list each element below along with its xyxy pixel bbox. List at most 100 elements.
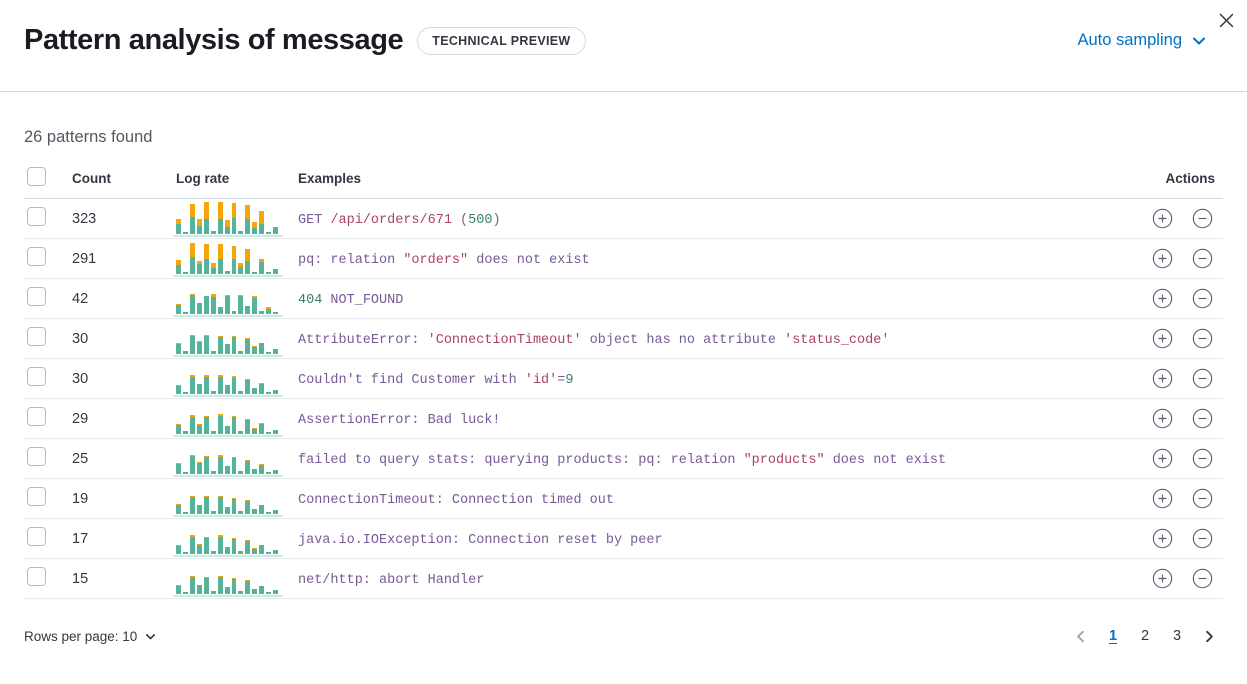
log-rate-chart	[174, 481, 282, 517]
row-checkbox[interactable]	[27, 286, 46, 306]
page-button-3[interactable]: 3	[1164, 623, 1190, 649]
plus-circle-icon	[1152, 568, 1173, 589]
filter-in-button[interactable]	[1152, 368, 1173, 389]
filter-in-button[interactable]	[1152, 448, 1173, 469]
plus-circle-icon	[1152, 248, 1173, 269]
rows-per-page-button[interactable]: Rows per page: 10	[24, 629, 157, 644]
plus-circle-icon	[1152, 328, 1173, 349]
previous-page-button[interactable]	[1067, 625, 1094, 648]
pattern-count: 30	[72, 370, 89, 387]
filter-in-button[interactable]	[1152, 528, 1173, 549]
log-rate-chart	[174, 361, 282, 397]
flyout-header: Pattern analysis of message TECHNICAL PR…	[0, 0, 1247, 92]
plus-circle-icon	[1152, 528, 1173, 549]
log-rate-chart	[174, 321, 282, 357]
sampling-dropdown[interactable]: Auto sampling	[1077, 31, 1207, 50]
pattern-row: 30 Couldn't find Customer with 'id'=9	[24, 358, 1223, 399]
pattern-count: 29	[72, 410, 89, 427]
chevron-down-icon	[1193, 37, 1205, 44]
pattern-example: failed to query stats: querying products…	[298, 452, 947, 468]
pattern-count: 19	[72, 490, 89, 507]
filter-out-button[interactable]	[1192, 208, 1213, 229]
pattern-count: 291	[72, 250, 97, 267]
pattern-count: 17	[72, 530, 89, 547]
filter-in-button[interactable]	[1152, 568, 1173, 589]
minus-circle-icon	[1192, 248, 1213, 269]
row-checkbox[interactable]	[27, 406, 46, 426]
log-rate-chart	[174, 401, 282, 437]
minus-circle-icon	[1192, 448, 1213, 469]
log-rate-chart	[174, 281, 282, 317]
pattern-table: Count Log rate Examples Actions 323 GET …	[24, 161, 1223, 599]
filter-in-button[interactable]	[1152, 288, 1173, 309]
pattern-example: GET /api/orders/671 (500)	[298, 212, 501, 228]
filter-in-button[interactable]	[1152, 488, 1173, 509]
chevron-down-icon	[146, 633, 156, 639]
filter-in-button[interactable]	[1152, 208, 1173, 229]
flyout-content: 26 patterns found Count Log rate Example…	[0, 128, 1247, 667]
filter-out-button[interactable]	[1192, 408, 1213, 429]
filter-out-button[interactable]	[1192, 448, 1213, 469]
filter-out-button[interactable]	[1192, 568, 1213, 589]
page-button-2[interactable]: 2	[1132, 623, 1158, 649]
row-checkbox[interactable]	[27, 326, 46, 346]
filter-out-button[interactable]	[1192, 488, 1213, 509]
pattern-row: 291 pq: relation "orders" does not exist	[24, 238, 1223, 279]
row-checkbox[interactable]	[27, 446, 46, 466]
pattern-example: java.io.IOException: Connection reset by…	[298, 532, 663, 548]
row-checkbox[interactable]	[27, 566, 46, 586]
next-page-button[interactable]	[1196, 625, 1223, 648]
minus-circle-icon	[1192, 408, 1213, 429]
filter-out-button[interactable]	[1192, 328, 1213, 349]
pattern-example: ConnectionTimeout: Connection timed out	[298, 492, 614, 508]
pattern-example: Couldn't find Customer with 'id'=9	[298, 372, 574, 388]
pattern-example: pq: relation "orders" does not exist	[298, 252, 590, 268]
patterns-found-text: 26 patterns found	[24, 128, 153, 146]
filter-out-button[interactable]	[1192, 368, 1213, 389]
row-checkbox[interactable]	[27, 206, 46, 226]
minus-circle-icon	[1192, 368, 1213, 389]
close-button[interactable]	[1212, 6, 1241, 35]
minus-circle-icon	[1192, 288, 1213, 309]
minus-circle-icon	[1192, 328, 1213, 349]
minus-circle-icon	[1192, 208, 1213, 229]
row-checkbox[interactable]	[27, 366, 46, 386]
log-rate-chart	[174, 441, 282, 477]
pattern-row: 17 java.io.IOException: Connection reset…	[24, 518, 1223, 559]
filter-out-button[interactable]	[1192, 528, 1213, 549]
filter-in-button[interactable]	[1152, 408, 1173, 429]
close-icon	[1219, 13, 1234, 28]
pattern-row: 25 failed to query stats: querying produ…	[24, 438, 1223, 479]
pattern-row: 42 404 NOT_FOUND	[24, 278, 1223, 319]
filter-in-button[interactable]	[1152, 248, 1173, 269]
minus-circle-icon	[1192, 528, 1213, 549]
page-button-1[interactable]: 1	[1100, 623, 1126, 649]
pattern-row: 323 GET /api/orders/671 (500)	[24, 198, 1223, 239]
filter-out-button[interactable]	[1192, 248, 1213, 269]
filter-out-button[interactable]	[1192, 288, 1213, 309]
sampling-dropdown-label: Auto sampling	[1077, 31, 1182, 49]
rows-per-page-label: Rows per page: 10	[24, 628, 138, 644]
pattern-count: 42	[72, 290, 89, 307]
log-rate-chart	[174, 241, 282, 277]
pagination: 1 2 3	[1067, 623, 1223, 649]
chevron-right-icon	[1206, 630, 1213, 642]
select-all-checkbox[interactable]	[27, 167, 46, 186]
minus-circle-icon	[1192, 488, 1213, 509]
row-checkbox[interactable]	[27, 246, 46, 266]
table-header-row: Count Log rate Examples Actions	[24, 161, 1223, 199]
pattern-example: 404 NOT_FOUND	[298, 292, 404, 308]
column-header-count: Count	[64, 161, 168, 199]
pattern-example: AttributeError: 'ConnectionTimeout' obje…	[298, 332, 890, 348]
row-checkbox[interactable]	[27, 526, 46, 546]
row-checkbox[interactable]	[27, 486, 46, 506]
minus-circle-icon	[1192, 568, 1213, 589]
log-rate-chart	[174, 201, 282, 237]
pattern-table-body: 323 GET /api/orders/671 (500)	[24, 198, 1223, 599]
pattern-row: 29 AssertionError: Bad luck!	[24, 398, 1223, 439]
filter-in-button[interactable]	[1152, 328, 1173, 349]
pattern-row: 19 ConnectionTimeout: Connection timed o…	[24, 478, 1223, 519]
page-title: Pattern analysis of message	[24, 24, 404, 56]
column-header-actions: Actions	[1113, 161, 1223, 199]
